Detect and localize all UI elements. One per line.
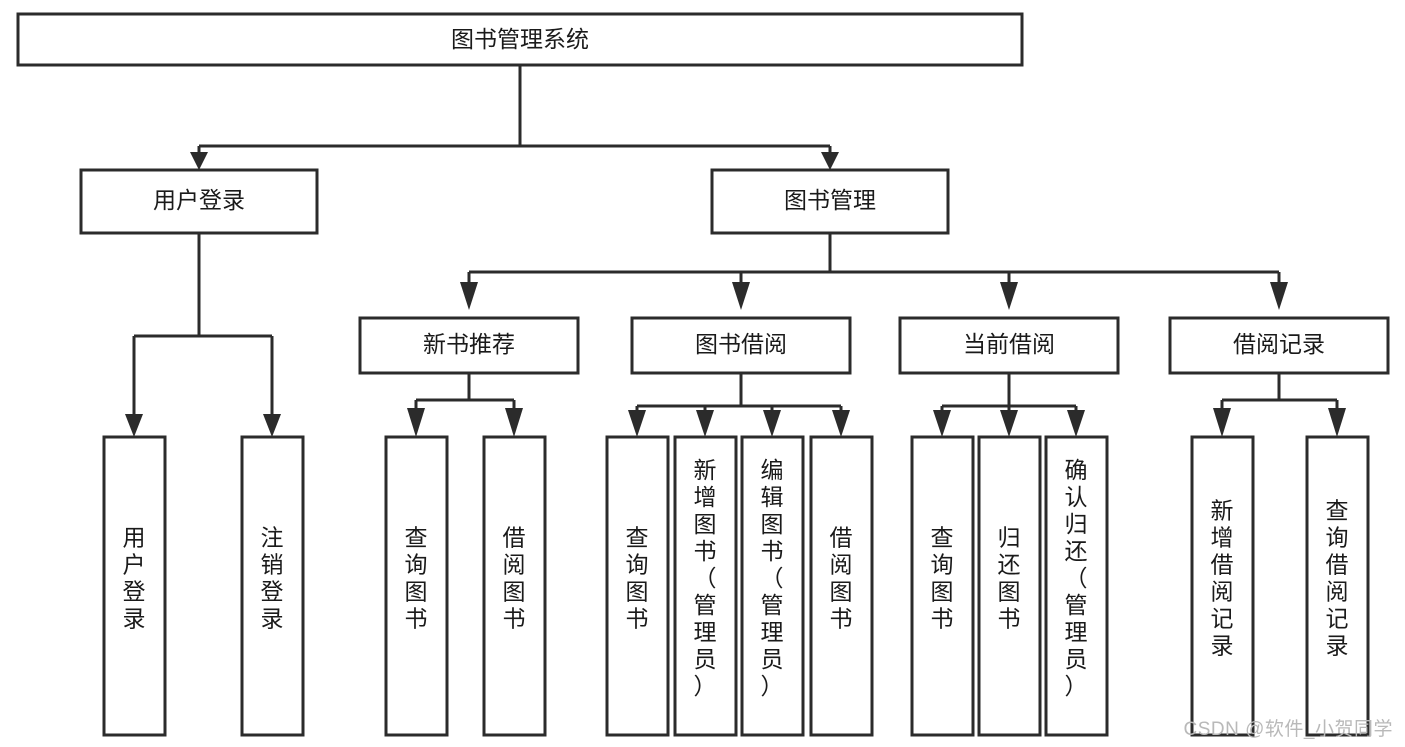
node-book-management[interactable]: 图书管理	[710, 168, 950, 235]
node-leaf-edit-book-label: 编辑图书（管理员）	[761, 457, 784, 699]
node-current-borrow-box[interactable]	[898, 316, 1120, 375]
node-leaf-logout-login[interactable]: 注销登录	[240, 435, 305, 737]
node-leaf-return-book-box[interactable]	[977, 435, 1042, 737]
node-leaf-logout-login-label: 注销登录	[261, 525, 284, 632]
node-leaf-borrow-book-2[interactable]: 借阅图书	[809, 435, 874, 737]
node-leaf-query-book-2-box[interactable]	[605, 435, 670, 737]
node-leaf-add-record-label: 新增借阅记录	[1211, 498, 1234, 659]
arrow-head-leaf-query-book-3	[933, 410, 951, 437]
node-leaf-confirm-return[interactable]: 确认归还（管理员）	[1044, 435, 1109, 737]
arrow-head-current-borrow	[1000, 282, 1018, 310]
node-leaf-borrow-book-2-box[interactable]	[809, 435, 874, 737]
arrow-head-leaf-borrow-book-2	[832, 410, 850, 437]
node-book-management-label: 图书管理	[784, 187, 876, 213]
node-leaf-query-book-2[interactable]: 查询图书	[605, 435, 670, 737]
node-current-borrow-label: 当前借阅	[963, 331, 1055, 357]
connector-layer	[125, 66, 1346, 437]
node-leaf-query-book-3-box[interactable]	[910, 435, 975, 737]
node-user-login[interactable]: 用户登录	[79, 168, 319, 235]
arrow-head-new-book-recommend	[460, 282, 478, 310]
node-borrow-record-box[interactable]	[1168, 316, 1390, 375]
node-leaf-borrow-book-1-label: 借阅图书	[503, 525, 526, 632]
node-user-login-box[interactable]	[79, 168, 319, 235]
node-leaf-add-book[interactable]: 新增图书（管理员）	[673, 435, 738, 737]
node-leaf-query-book-1-label: 查询图书	[405, 525, 428, 632]
node-book-borrow[interactable]: 图书借阅	[630, 316, 852, 375]
node-leaf-return-book-label: 归还图书	[998, 525, 1021, 632]
arrow-head-leaf-return-book	[1000, 410, 1018, 437]
arrow-head-user-login	[190, 152, 208, 170]
node-book-management-box[interactable]	[710, 168, 950, 235]
node-leaf-borrow-book-1-box[interactable]	[482, 435, 547, 737]
arrow-head-leaf-borrow-book-1	[505, 408, 523, 437]
node-leaf-return-book[interactable]: 归还图书	[977, 435, 1042, 737]
arrow-head-leaf-add-book	[696, 410, 714, 437]
node-user-login-label: 用户登录	[153, 187, 245, 213]
arrow-head-leaf-logout-login	[263, 414, 281, 437]
node-leaf-query-book-3[interactable]: 查询图书	[910, 435, 975, 737]
node-borrow-record[interactable]: 借阅记录	[1168, 316, 1390, 375]
node-leaf-user-login[interactable]: 用户登录	[102, 435, 167, 737]
node-new-book-recommend-box[interactable]	[358, 316, 580, 375]
arrow-head-book-management	[821, 152, 839, 170]
node-leaf-add-record-box[interactable]	[1190, 435, 1255, 737]
node-leaf-add-record[interactable]: 新增借阅记录	[1190, 435, 1255, 737]
node-leaf-query-record[interactable]: 查询借阅记录	[1305, 435, 1370, 737]
node-leaf-add-book-label: 新增图书（管理员）	[694, 457, 717, 699]
node-leaf-add-book-box[interactable]	[673, 435, 738, 737]
arrow-head-leaf-user-login	[125, 414, 143, 437]
node-root-label: 图书管理系统	[451, 26, 589, 52]
arrow-head-book-borrow	[732, 282, 750, 310]
node-leaf-query-book-3-label: 查询图书	[931, 525, 954, 632]
node-book-borrow-box[interactable]	[630, 316, 852, 375]
arrow-head-leaf-query-record	[1328, 408, 1346, 437]
node-leaf-edit-book[interactable]: 编辑图书（管理员）	[740, 435, 805, 737]
node-leaf-query-book-2-label: 查询图书	[626, 525, 649, 632]
node-leaf-user-login-box[interactable]	[102, 435, 167, 737]
node-leaf-edit-book-box[interactable]	[740, 435, 805, 737]
node-leaf-query-record-box[interactable]	[1305, 435, 1370, 737]
arrow-head-leaf-confirm-return	[1067, 410, 1085, 437]
node-leaf-query-record-label: 查询借阅记录	[1326, 498, 1349, 659]
node-new-book-recommend-label: 新书推荐	[423, 331, 515, 357]
arrow-head-leaf-add-record	[1213, 408, 1231, 437]
arrow-head-borrow-record	[1270, 282, 1288, 310]
arrow-head-leaf-query-book-1	[407, 408, 425, 437]
node-leaf-query-book-1[interactable]: 查询图书	[384, 435, 449, 737]
node-leaf-borrow-book-1[interactable]: 借阅图书	[482, 435, 547, 737]
node-borrow-record-label: 借阅记录	[1233, 331, 1325, 357]
node-leaf-confirm-return-label: 确认归还（管理员）	[1065, 457, 1088, 699]
node-leaf-borrow-book-2-label: 借阅图书	[830, 525, 853, 632]
node-root-box[interactable]	[16, 12, 1024, 67]
node-leaf-logout-login-box[interactable]	[240, 435, 305, 737]
node-root[interactable]: 图书管理系统	[16, 12, 1024, 67]
node-leaf-query-book-1-box[interactable]	[384, 435, 449, 737]
arrow-head-leaf-edit-book	[763, 410, 781, 437]
arrow-head-leaf-query-book-2	[628, 410, 646, 437]
node-book-borrow-label: 图书借阅	[695, 331, 787, 357]
watermark-csdn: CSDN @软件_小贺同学	[1183, 719, 1393, 740]
node-new-book-recommend[interactable]: 新书推荐	[358, 316, 580, 375]
node-current-borrow[interactable]: 当前借阅	[898, 316, 1120, 375]
node-leaf-confirm-return-box[interactable]	[1044, 435, 1109, 737]
node-leaf-user-login-label: 用户登录	[123, 525, 146, 632]
